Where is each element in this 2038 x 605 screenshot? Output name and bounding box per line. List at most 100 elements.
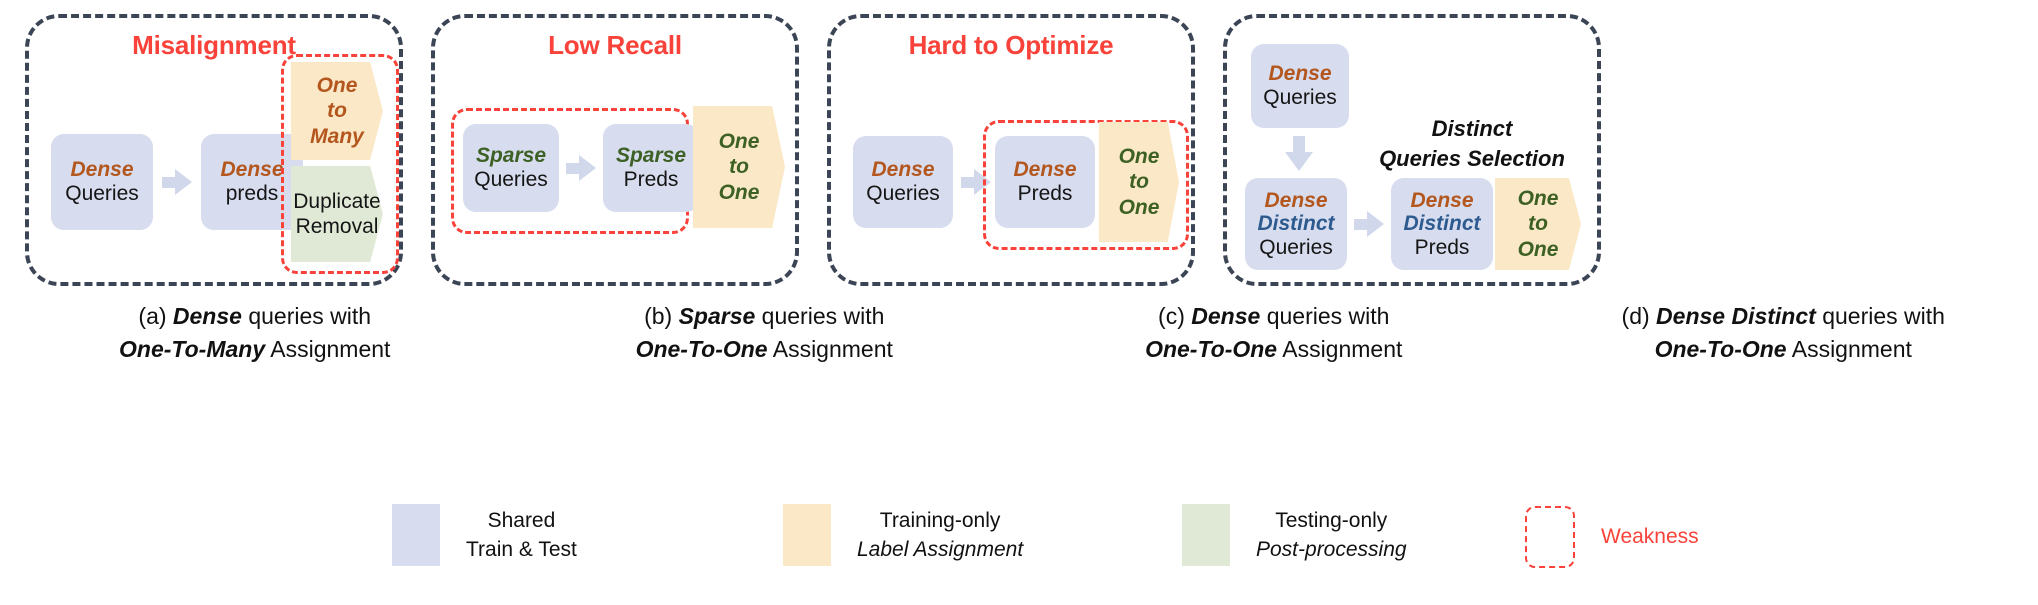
panel-d-assign-line3: One bbox=[1517, 237, 1559, 261]
legend-swatch-weakness bbox=[1525, 506, 1575, 568]
arrow-down-icon bbox=[1285, 136, 1313, 172]
panel-d-queries-line2: Queries bbox=[1263, 86, 1337, 109]
legend-shared-line2: Train & Test bbox=[466, 538, 577, 561]
panel-a: Misalignment Dense Queries Dense preds O… bbox=[25, 14, 403, 286]
panel-c-assign-line1: One bbox=[1118, 145, 1160, 169]
legend-training-line2: Label Assignment bbox=[857, 538, 1024, 561]
panel-a-preds-line2: preds bbox=[225, 182, 279, 205]
panel-c-queries-box: Dense Queries bbox=[853, 136, 953, 228]
caption-d-strong2: One-To-One bbox=[1654, 336, 1787, 363]
arrow-right-icon bbox=[162, 169, 192, 195]
panel-a-assign-line1: One bbox=[316, 74, 358, 98]
panel-c-queries-line2: Queries bbox=[866, 182, 940, 205]
panel-c-assign-line2: to bbox=[1129, 170, 1149, 194]
panel-d-dq-line2: Distinct bbox=[1257, 212, 1335, 236]
legend-row: Shared Train & Test Training-only Label … bbox=[0, 498, 2038, 578]
panel-d-dq-line1: Dense bbox=[1264, 188, 1328, 212]
arrow-right-icon bbox=[961, 169, 991, 195]
caption-c-prefix: (c) bbox=[1158, 303, 1192, 329]
panel-b-queries-box: Sparse Queries bbox=[463, 124, 559, 212]
panel-d-assignment-tag: One to One bbox=[1495, 178, 1581, 270]
panels-row: Misalignment Dense Queries Dense preds O… bbox=[0, 14, 2038, 286]
panel-d-queries-line1: Dense bbox=[1268, 62, 1332, 86]
panel-a-queries-box: Dense Queries bbox=[51, 134, 153, 230]
panel-b-preds-line2: Preds bbox=[623, 168, 679, 191]
panel-d-dp-line2: Distinct bbox=[1403, 212, 1481, 236]
panel-b-preds-line1: Sparse bbox=[615, 144, 687, 168]
caption-a-prefix: (a) bbox=[138, 303, 173, 329]
legend-testing-line2: Post-processing bbox=[1256, 538, 1407, 561]
panel-b-assignment-tag: One to One bbox=[693, 106, 785, 228]
caption-d-prefix: (d) bbox=[1621, 303, 1657, 329]
caption-b-strong2: One-To-One bbox=[635, 336, 768, 363]
panel-a-postprocess-tag: Duplicate Removal bbox=[291, 166, 383, 262]
legend-swatch-shared bbox=[392, 504, 440, 566]
arrow-right-icon bbox=[1354, 211, 1384, 237]
caption-d-strong1: Dense Distinct bbox=[1656, 303, 1816, 329]
panel-b-assign-line3: One bbox=[718, 180, 760, 204]
caption-c-strong1: Dense bbox=[1191, 303, 1261, 329]
panel-a-post-line2: Removal bbox=[295, 215, 379, 238]
panel-a-preds-line1: Dense bbox=[220, 158, 284, 182]
caption-a: (a) Dense queries with One-To-Many Assig… bbox=[0, 300, 510, 380]
legend-item-testing-only: Testing-only Post-processing bbox=[1182, 504, 1407, 566]
panel-b: Low Recall Sparse Queries Sparse Preds O… bbox=[431, 14, 799, 286]
caption-b: (b) Sparse queries with One-To-One Assig… bbox=[510, 300, 1020, 380]
legend-text-shared: Shared Train & Test bbox=[466, 506, 577, 565]
panel-d: Dense Queries Distinct Queries Selection… bbox=[1223, 14, 1601, 286]
legend-training-line1: Training-only bbox=[879, 508, 1001, 532]
legend-shared-line1: Shared bbox=[487, 508, 556, 532]
panel-b-preds-box: Sparse Preds bbox=[603, 124, 699, 212]
caption-a-suffix: Assignment bbox=[265, 336, 391, 363]
legend-text-testing-only: Testing-only Post-processing bbox=[1256, 506, 1407, 565]
caption-c-strong2: One-To-One bbox=[1145, 336, 1278, 363]
panel-c-title: Hard to Optimize bbox=[908, 30, 1114, 60]
panel-c-preds-line2: Preds bbox=[1017, 182, 1073, 205]
arrow-right-icon bbox=[566, 155, 596, 181]
panel-c: Hard to Optimize Dense Queries Dense Pre… bbox=[827, 14, 1195, 286]
legend-swatch-testing-only bbox=[1182, 504, 1230, 566]
panel-b-assign-line1: One bbox=[718, 130, 760, 154]
caption-a-strong1: Dense bbox=[172, 303, 242, 329]
panel-d-selection-line2: Queries Selection bbox=[1379, 145, 1565, 171]
panel-c-assignment-tag: One to One bbox=[1099, 122, 1179, 242]
panel-b-assign-line2: to bbox=[729, 155, 749, 179]
caption-b-prefix: (b) bbox=[644, 303, 679, 329]
legend-text-weakness: Weakness bbox=[1601, 522, 1699, 551]
panel-c-preds-line1: Dense bbox=[1013, 158, 1077, 182]
panel-d-dq-line3: Queries bbox=[1259, 235, 1333, 259]
panel-b-queries-line1: Sparse bbox=[475, 144, 547, 168]
panel-b-queries-line2: Queries bbox=[474, 168, 548, 191]
panel-a-post-line1: Duplicate bbox=[293, 189, 381, 213]
caption-c: (c) Dense queries with One-To-One Assign… bbox=[1019, 300, 1529, 380]
panel-a-preds-box: Dense preds bbox=[201, 134, 303, 230]
panel-c-queries-line1: Dense bbox=[871, 158, 935, 182]
panel-d-dp-line3: Preds bbox=[1414, 235, 1470, 259]
panel-d-queries-box: Dense Queries bbox=[1251, 44, 1349, 128]
legend-testing-line1: Testing-only bbox=[1275, 508, 1388, 532]
panel-d-selection-line1: Distinct bbox=[1431, 116, 1513, 141]
caption-b-suffix: Assignment bbox=[767, 336, 893, 363]
caption-c-suffix: Assignment bbox=[1277, 336, 1403, 363]
legend-swatch-training-only bbox=[783, 504, 831, 566]
panel-a-weakness-frame bbox=[281, 54, 399, 274]
caption-d: (d) Dense Distinct queries with One-To-O… bbox=[1529, 300, 2038, 380]
panel-d-assign-line1: One bbox=[1517, 187, 1559, 211]
panel-b-title: Low Recall bbox=[548, 30, 682, 60]
caption-d-suffix: Assignment bbox=[1786, 336, 1912, 363]
caption-b-strong1: Sparse bbox=[678, 303, 756, 329]
panel-d-distinct-queries-box: Dense Distinct Queries bbox=[1245, 178, 1347, 270]
panel-d-dp-line1: Dense bbox=[1410, 188, 1474, 212]
panel-c-weakness-frame bbox=[983, 120, 1189, 250]
panel-a-title: Misalignment bbox=[132, 30, 296, 60]
panel-d-assign-line2: to bbox=[1528, 212, 1548, 236]
panel-d-distinct-preds-box: Dense Distinct Preds bbox=[1391, 178, 1493, 270]
legend-text-training-only: Training-only Label Assignment bbox=[857, 506, 1023, 565]
panel-a-assignment-tag: One to Many bbox=[291, 62, 383, 160]
caption-c-mid: queries with bbox=[1260, 303, 1390, 329]
caption-b-mid: queries with bbox=[755, 303, 885, 329]
panel-a-queries-line2: Queries bbox=[65, 182, 139, 205]
panel-a-assign-line3: Many bbox=[310, 124, 364, 148]
panel-a-assign-line2: to bbox=[327, 99, 347, 123]
